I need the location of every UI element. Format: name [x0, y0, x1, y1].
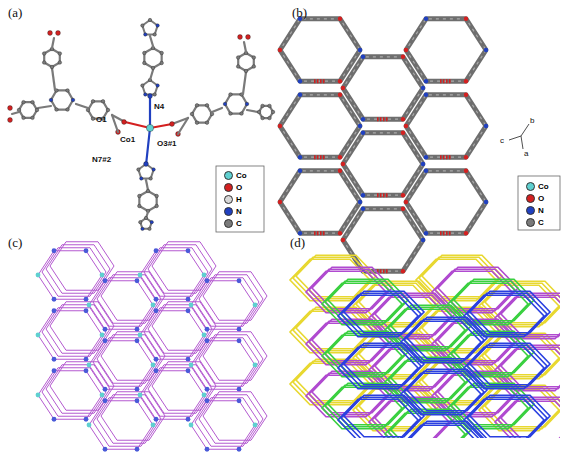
legend-text: N: [538, 207, 544, 215]
panel-label: (d): [290, 236, 305, 249]
legend-text: Co: [538, 183, 549, 191]
legend-swatch: [526, 194, 535, 203]
legend-item: C: [224, 219, 242, 228]
legend-item: O: [526, 194, 544, 203]
atom-label: O3#1: [157, 140, 177, 148]
legend-item: O: [224, 183, 242, 192]
interpenetration-net: [290, 240, 567, 463]
topology-net: [36, 242, 267, 452]
axis-label: b: [530, 117, 534, 125]
legend-swatch: [224, 195, 233, 204]
legend-text: H: [236, 196, 242, 204]
atom-label: O1: [96, 116, 107, 124]
legend-frame: [216, 166, 264, 232]
axis-arrows: [509, 124, 529, 149]
legend-swatch: [224, 219, 233, 228]
axis-label: c: [500, 137, 504, 145]
legend-swatch: [526, 218, 535, 227]
legend-item: C: [526, 218, 544, 227]
legend-swatch: [224, 171, 233, 180]
legend-text: N: [236, 208, 242, 216]
axis-label: a: [524, 150, 528, 158]
atom-label: Co1: [120, 136, 135, 144]
honeycomb-network: [278, 17, 566, 274]
legend-item: N: [224, 207, 242, 216]
legend-frame: [518, 176, 560, 230]
panel-label: (b): [292, 6, 307, 19]
legend-swatch: [526, 182, 535, 191]
atom-label: N7#2: [92, 156, 111, 164]
panel-label: (c): [8, 236, 22, 249]
legend-text: C: [538, 219, 544, 227]
legend-text: Co: [236, 172, 247, 180]
legend-text: O: [538, 195, 544, 203]
legend-item: Co: [224, 171, 247, 180]
legend-item: H: [224, 195, 242, 204]
panel-label: (a): [8, 6, 22, 19]
atom-label: N4: [154, 103, 164, 111]
legend-text: C: [236, 220, 242, 228]
legend-text: O: [236, 184, 242, 192]
legend-swatch: [224, 183, 233, 192]
legend-swatch: [526, 206, 535, 215]
legend-swatch: [224, 207, 233, 216]
legend-item: Co: [526, 182, 549, 191]
legend-item: N: [526, 206, 544, 215]
